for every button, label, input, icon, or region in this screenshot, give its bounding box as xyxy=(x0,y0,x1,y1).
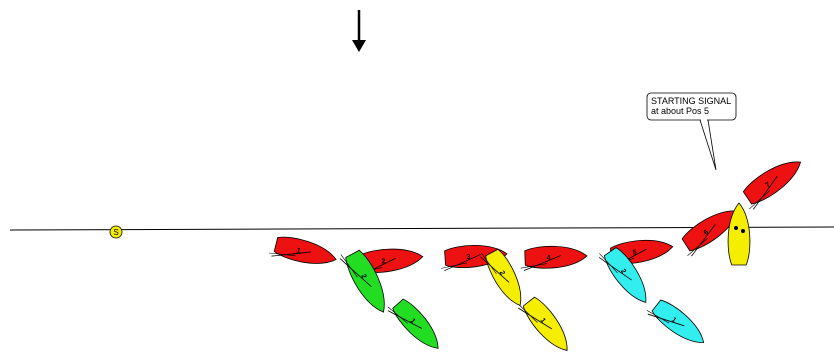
boat-red-4: 4 xyxy=(520,245,588,271)
boat-sail xyxy=(480,256,510,283)
boat-number: 2 xyxy=(498,270,506,277)
boat-green-1: 1 xyxy=(387,298,439,349)
boat-yellow-1: 1 xyxy=(517,296,568,351)
boat-sail xyxy=(387,310,423,329)
boat-red-7: 7 xyxy=(742,161,802,210)
boat-hull xyxy=(524,245,588,269)
boat-sheet xyxy=(520,263,547,269)
callout-line-1: STARTING SIGNAL xyxy=(651,96,731,106)
boat-hull xyxy=(603,247,647,303)
boat-number: 5 xyxy=(632,249,637,256)
boat-hull xyxy=(727,202,751,266)
boat-hull xyxy=(273,236,337,264)
boat-sail xyxy=(339,258,372,288)
boat-number: 2 xyxy=(381,258,386,265)
boat-number: 6 xyxy=(703,229,710,237)
boat-sail xyxy=(444,254,481,272)
boat-red-1: 1 xyxy=(268,236,337,264)
start-mark-label: S xyxy=(113,228,118,237)
starting-signal-callout: STARTING SIGNAL at about Pos 5 xyxy=(646,92,737,171)
boat-cyan-2: 2 xyxy=(598,247,647,303)
boat-sheet xyxy=(646,310,670,324)
boat-green-2: 2 xyxy=(339,249,385,313)
boat-sheet xyxy=(599,253,618,274)
boat-sail xyxy=(691,224,716,257)
boat-sheet xyxy=(340,254,358,278)
boat-sheet xyxy=(749,190,770,210)
boat-number: 1 xyxy=(539,317,547,324)
boat-sail xyxy=(271,251,311,257)
boat-sail xyxy=(523,255,561,271)
boat-number: 2 xyxy=(359,273,367,280)
boat-sail xyxy=(598,257,632,281)
boat-sheet xyxy=(441,262,468,269)
boat-yellow-2: 2 xyxy=(480,248,522,307)
boat-number: 1 xyxy=(296,247,302,255)
boat-sail xyxy=(752,176,778,210)
boat-cyan-1: 1 xyxy=(646,299,705,343)
boat-sheet xyxy=(387,306,408,324)
boat-sheet xyxy=(481,252,497,275)
boat-hull xyxy=(742,161,802,205)
boat-committee-boat xyxy=(727,202,751,266)
boat-sheet xyxy=(268,252,296,257)
start-mark: S xyxy=(109,225,123,239)
boats-layer: 1 2 3 4 5 6 7 1 2 1 2 1 2 xyxy=(268,161,802,351)
boat-number: 1 xyxy=(670,316,677,324)
boat-number: 2 xyxy=(619,268,627,275)
boat-sail xyxy=(647,313,685,327)
committee-flag-dot xyxy=(741,229,745,233)
arrow-down-icon xyxy=(352,10,366,52)
boat-red-6: 6 xyxy=(681,210,739,257)
boat-hull xyxy=(392,298,439,349)
boat-number: 3 xyxy=(466,254,470,261)
boat-sail xyxy=(517,307,553,330)
committee-flag-dot xyxy=(734,226,738,230)
boat-number: 7 xyxy=(765,181,772,189)
boat-number: 4 xyxy=(547,255,551,262)
boat-hull xyxy=(522,296,568,351)
boat-number: 1 xyxy=(409,318,417,326)
boat-hull xyxy=(485,248,522,307)
callout-line-2: at about Pos 5 xyxy=(651,106,709,116)
boat-sheet xyxy=(687,238,708,256)
boat-hull xyxy=(651,299,705,343)
boat-sheet xyxy=(518,303,538,323)
